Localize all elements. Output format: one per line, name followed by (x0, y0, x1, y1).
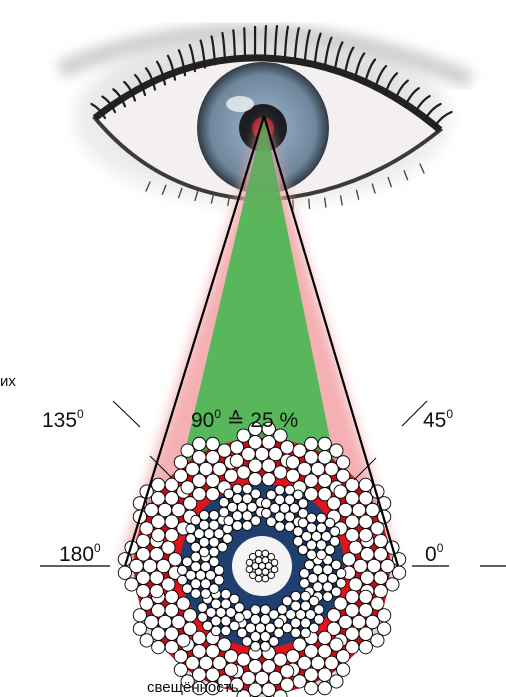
tick-135-outer (112, 400, 141, 428)
rope-strand (261, 484, 309, 532)
label-45-value: 45 (423, 409, 447, 432)
cone-edge-left (123, 115, 266, 567)
rope-strand (197, 588, 245, 637)
rope-strand (276, 590, 325, 639)
label-135-value: 135 (42, 409, 78, 432)
label-180-value: 180 (59, 543, 95, 566)
label-90-suffix: ≙ 25 % (221, 409, 299, 432)
label-180-unit: 0 (94, 541, 101, 555)
rope-strand (132, 589, 198, 655)
label-90: 900 ≙ 25 % (191, 407, 299, 432)
tick-45-outer (401, 400, 428, 427)
rope-strand (177, 551, 225, 599)
eye-illustration (56, 23, 474, 210)
label-135: 1350 (42, 407, 84, 432)
label-0: 00 (425, 541, 444, 566)
rope-cross-section (117, 421, 407, 697)
label-45-unit: 0 (446, 407, 454, 421)
bottom-text-fragment: свещённость. (147, 679, 243, 696)
rope-strand (229, 421, 295, 487)
rope-strand (326, 589, 392, 655)
rope-strand (132, 477, 198, 543)
rope-strand (218, 483, 266, 531)
rope-strand (285, 436, 351, 502)
tick-135-inner (149, 455, 173, 479)
label-90-value: 90 (191, 409, 215, 432)
rope-strand (292, 512, 341, 561)
rope-strand (173, 436, 239, 502)
label-45: 450 (423, 407, 454, 432)
rope-strand (117, 533, 183, 599)
rope-strand (245, 549, 279, 583)
label-0-unit: 0 (436, 541, 444, 555)
rope-strand (285, 630, 351, 696)
label-90-unit: 0 (214, 407, 222, 421)
label-180: 1800 (59, 541, 101, 566)
rope-strand (236, 604, 285, 652)
cone-edge-right (262, 115, 400, 567)
rope-strand (185, 509, 233, 558)
tick-45-inner (353, 457, 377, 481)
label-0-value: 0 (425, 543, 437, 566)
rope-strand (326, 477, 392, 543)
left-text-fragment: их (0, 373, 16, 390)
label-135-unit: 0 (77, 407, 84, 421)
rope-strand (173, 630, 239, 696)
rope-strand (341, 533, 407, 599)
